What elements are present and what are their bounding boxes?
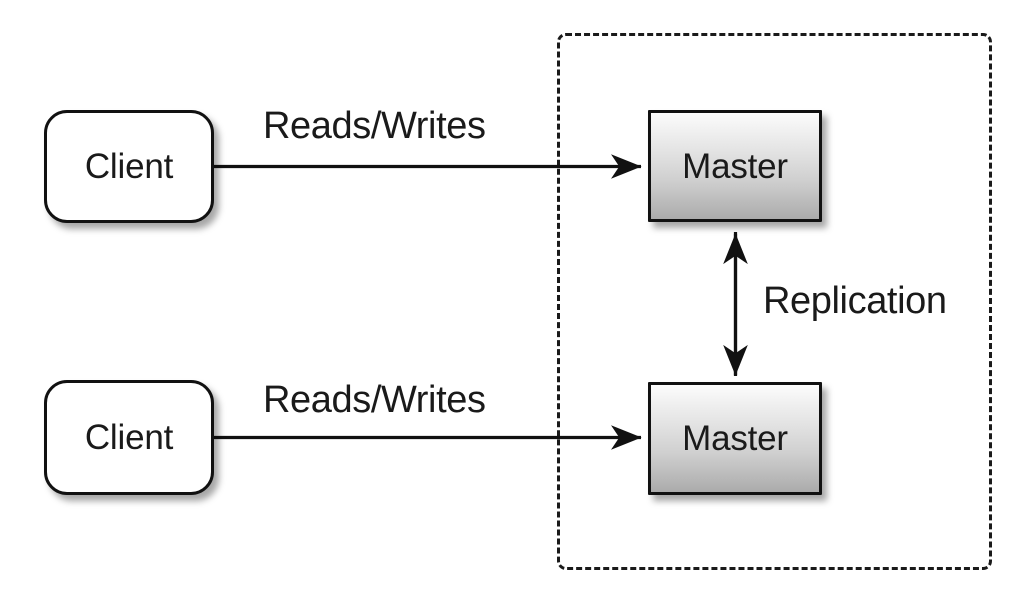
node-client-bottom[interactable]: Client — [44, 380, 214, 495]
node-master-bottom[interactable]: Master — [648, 382, 822, 495]
node-master-top[interactable]: Master — [648, 110, 822, 222]
node-client-bottom-label: Client — [84, 418, 174, 457]
node-master-top-label: Master — [682, 146, 788, 186]
edge-label-reads-writes-bottom: Reads/Writes — [263, 379, 486, 421]
node-master-bottom-label: Master — [682, 419, 788, 458]
edge-label-replication: Replication — [763, 280, 947, 322]
edge-label-reads-writes-top: Reads/Writes — [263, 105, 486, 147]
node-client-top-label: Client — [84, 147, 174, 186]
node-client-top[interactable]: Client — [44, 110, 214, 223]
